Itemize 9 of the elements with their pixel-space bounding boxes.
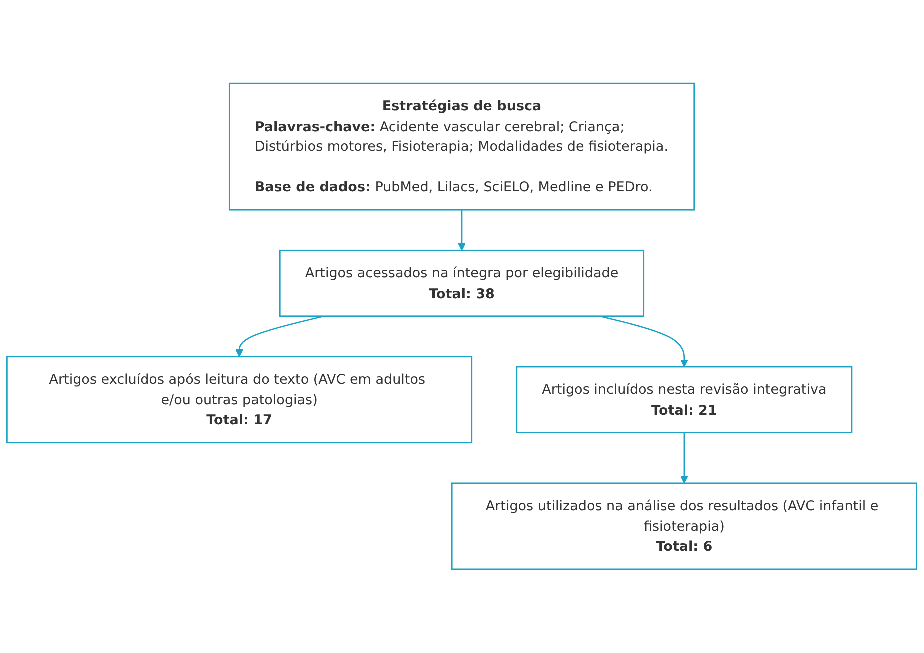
node-box: Artigos incluídos nesta revisão integrativa Total: 21: [516, 366, 853, 434]
node-box: Artigos acessados na íntegra por elegibilidade Total: 38: [279, 250, 645, 318]
node-box: Artigos excluídos após leitura do texto (AVC em adultos e/ou outras patologias) Total: 17: [6, 356, 473, 444]
arrow: [680, 432, 688, 484]
arrow: [599, 316, 688, 368]
arrow: [458, 210, 466, 251]
node-box: Estratégias de busca Palavras-chave: Acidente vascular cerebral; Criança; Distúrbios motores, Fisioterapia; Modalidades de fisioterapia. Base de dados: PubMed, Lilacs, SciELO, Medline e PEDro.: [228, 82, 696, 211]
node-box: Artigos utilizados na análise dos resultados (AVC infantil e fisioterapia) Total: 6: [451, 482, 918, 570]
arrow: [236, 316, 325, 358]
